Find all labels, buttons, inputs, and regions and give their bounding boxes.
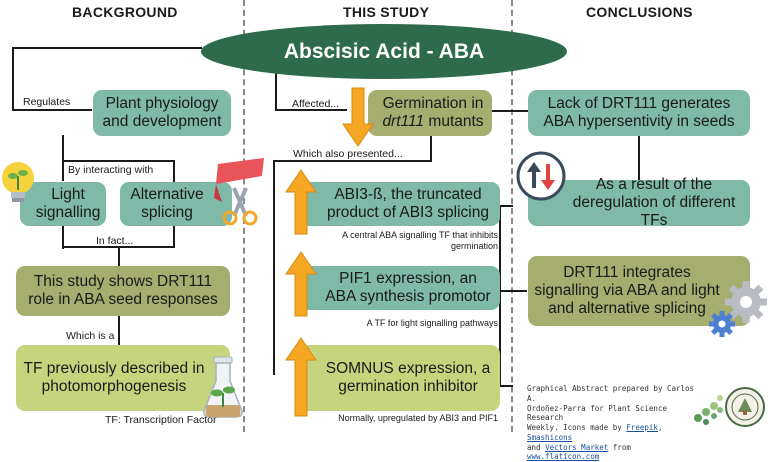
label-affected: Affected... <box>292 98 340 110</box>
connector <box>62 160 174 162</box>
study-shows-box: This study shows DRT111 role in ABA seed… <box>16 266 230 316</box>
connector <box>273 160 432 162</box>
up-down-arrows-icon <box>516 151 566 201</box>
scissors-ribbon-icon <box>214 158 264 226</box>
plant-physiology-text: Plant physiology and development <box>102 94 222 130</box>
logo-dots-icon <box>694 395 723 425</box>
pif1-text: PIF1 expression, an ABA synthesis promot… <box>325 269 491 305</box>
connector <box>173 160 175 182</box>
connector <box>12 109 92 111</box>
smashicons-link[interactable]: Smashicons <box>527 432 573 442</box>
gears-icon <box>709 281 767 337</box>
somnus-box: SOMNUS expression, a germination inhibit… <box>300 345 500 411</box>
credit-text: Graphical Abstract prepared by Carlos A.… <box>527 384 695 462</box>
connector <box>499 205 501 387</box>
result-of-text: As a result of the deregulation of diffe… <box>572 175 736 230</box>
label-tf-abbrev: TF: Transcription Factor <box>105 414 217 426</box>
connector <box>12 47 202 49</box>
header-background: BACKGROUND <box>72 4 178 20</box>
header-conclusions: CONCLUSIONS <box>586 4 693 20</box>
up-arrow-icon <box>285 169 317 235</box>
connector <box>62 225 64 249</box>
connector <box>499 290 527 292</box>
down-arrow-icon <box>342 87 374 147</box>
flaticon-link[interactable]: www.flaticon.com <box>527 452 600 462</box>
column-divider-right <box>511 0 513 432</box>
label-which-is-a: Which is a <box>66 330 115 342</box>
pif1-note: A TF for light signalling pathways <box>366 318 498 328</box>
vectors-market-link[interactable]: Vectors Market <box>545 442 609 452</box>
alternative-splicing-box: Alternative splicing <box>120 182 232 226</box>
header-this-study: THIS STUDY <box>343 4 430 20</box>
abi3-text: ABI3-ß, the truncated product of ABI3 sp… <box>327 185 489 221</box>
connector <box>430 135 432 161</box>
light-signalling-text: Light signalling <box>35 185 101 221</box>
connector <box>275 109 347 111</box>
abi3-box: ABI3-ß, the truncated product of ABI3 sp… <box>300 182 500 226</box>
study-shows-text: This study shows DRT111 role in ABA seed… <box>28 272 218 308</box>
light-signalling-box: Light signalling <box>20 182 106 226</box>
flask-seedling-icon <box>203 356 243 418</box>
connector <box>173 225 175 248</box>
up-arrow-icon <box>285 337 317 417</box>
integrates-text: DRT111 integrates signalling via ABA and… <box>534 263 720 318</box>
freepik-link[interactable]: Freepik <box>626 423 658 432</box>
connector <box>499 205 513 207</box>
abi3-note: A central ABA signalling TF that inhibit… <box>342 230 498 252</box>
label-regulates: Regulates <box>23 96 71 108</box>
lack-drt111-box: Lack of DRT111 generates ABA hypersentiv… <box>528 90 750 136</box>
connector <box>273 160 275 375</box>
connector <box>118 316 120 346</box>
connector <box>638 135 640 180</box>
connector <box>275 68 277 110</box>
connector <box>499 385 513 387</box>
title-ellipse: Abscisic Acid - ABA <box>201 24 567 79</box>
somnus-note: Normally, upregulated by ABI3 and PIF1 <box>338 413 498 423</box>
label-in-fact: In fact... <box>96 235 134 247</box>
connector <box>118 246 120 266</box>
pif1-box: PIF1 expression, an ABA synthesis promot… <box>300 266 500 310</box>
tf-previously-text: TF previously described in photomorphoge… <box>23 359 205 395</box>
label-by-interacting: By interacting with <box>68 164 154 176</box>
connector <box>12 47 14 110</box>
up-arrow-icon <box>285 251 317 317</box>
tf-previously-box: TF previously described in photomorphoge… <box>16 345 230 411</box>
somnus-text: SOMNUS expression, a germination inhibit… <box>325 359 491 395</box>
label-also-presented: Which also presented... <box>293 148 403 160</box>
result-of-box: As a result of the deregulation of diffe… <box>528 176 750 229</box>
integrates-box: DRT111 integrates signalling via ABA and… <box>528 256 750 326</box>
lightbulb-plant-icon <box>2 162 34 202</box>
connector <box>492 110 528 112</box>
connector <box>62 135 64 181</box>
lack-drt111-text: Lack of DRT111 generates ABA hypersentiv… <box>543 94 735 130</box>
alternative-splicing-text: Alternative splicing <box>130 185 204 221</box>
page-title: Abscisic Acid - ABA <box>283 39 485 63</box>
logo-seal <box>725 387 765 427</box>
plant-physiology-box: Plant physiology and development <box>93 90 231 136</box>
